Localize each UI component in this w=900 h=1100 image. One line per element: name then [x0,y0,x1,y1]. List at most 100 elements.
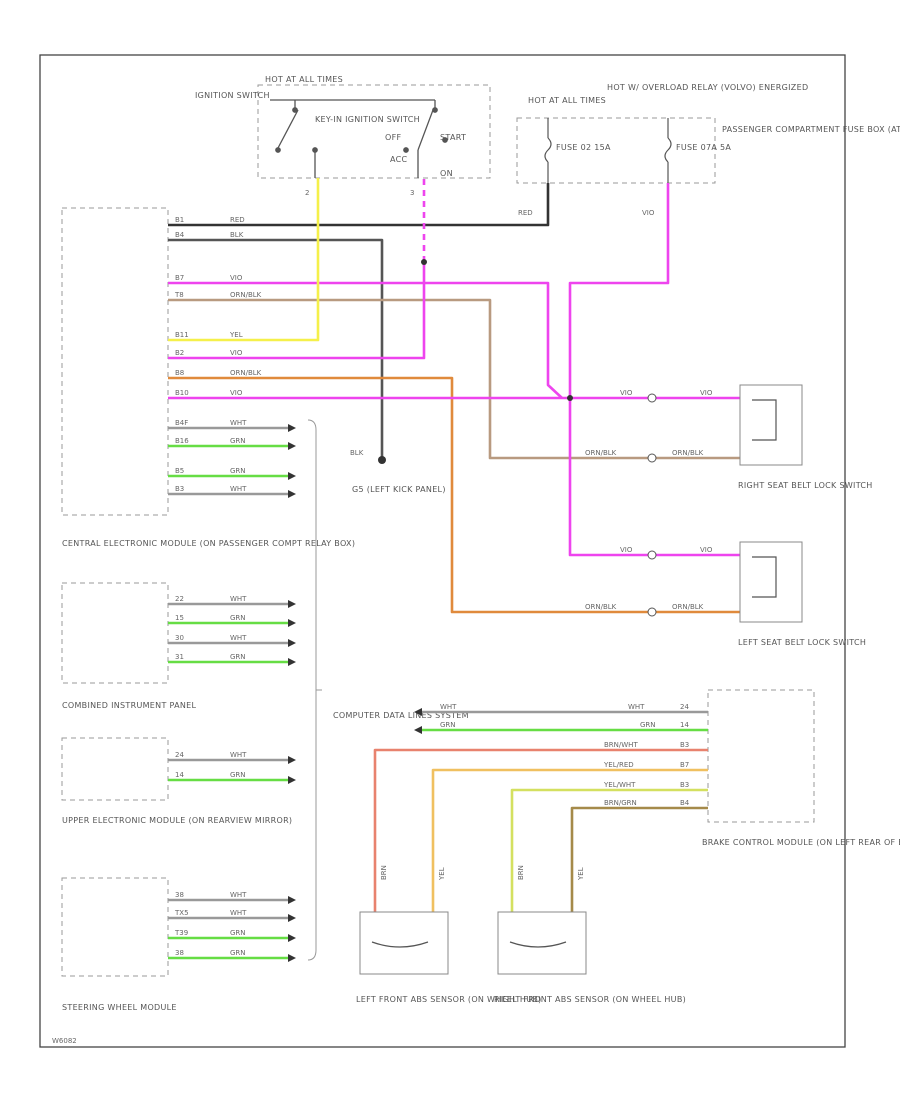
hot-at-all-times-2-label: HOT AT ALL TIMES [528,96,606,105]
wc-blk: BLK [230,231,244,239]
wc-sw8: ORN/BLK [672,603,704,611]
red-wire [168,183,550,227]
pin-b6: B4 [680,799,690,807]
on-label: ON [440,169,453,178]
instrument-arrows [288,756,296,784]
wc-wht-1: WHT [230,419,247,427]
main-module-box [61,207,169,516]
fuse-box [516,117,716,184]
yellow-wire [168,178,320,342]
acc-label: ACC [390,155,408,164]
wc-b1: WHT [440,703,457,711]
wc-c4: GRN [230,653,246,661]
fuse-right-label: FUSE 07A 5A [676,143,731,152]
wc-b3: BRN/WHT [604,741,638,749]
module-data-lines [168,426,290,496]
computer-data-label: COMPUTER DATA LINES SYSTEM [333,711,469,720]
steering-module-box [61,877,169,977]
wc-b2: GRN [440,721,456,729]
connectors [647,393,657,617]
wc-b4: YEL/RED [603,761,634,769]
ground-terminal [378,456,386,464]
pin-m10: B16 [175,437,189,445]
steering-lines [168,898,290,960]
wc-vio-2: VIO [230,349,243,357]
hot-at-all-times-label: HOT AT ALL TIMES [265,75,343,84]
wc-orn-blk-1: ORN/BLK [230,291,262,299]
violet-wire-4 [568,183,740,557]
passenger-fuse-box-label: PASSENGER COMPARTMENT FUSE BOX (AT LEFT … [722,125,900,134]
wc-sw6: VIO [700,546,713,554]
left-switch-symbol [752,556,777,598]
pin-m6: B2 [175,349,184,357]
pin-c3: 30 [175,634,184,642]
wc-s2: WHT [230,909,247,917]
right-seat-belt-switch-box [739,384,803,466]
pin-m1: B1 [175,216,184,224]
brake-module-wires [373,710,708,912]
steering-module-label: STEERING WHEEL MODULE [62,1003,177,1012]
wc-b5: YEL/WHT [603,781,636,789]
right-switch-label: RIGHT SEAT BELT LOCK SWITCH [738,481,873,490]
central-module-box [61,582,169,684]
wc-b6: BRN/GRN [604,799,637,807]
black-ground-wire [168,238,384,458]
violet-wire-2 [168,262,426,360]
pin-b5: B3 [680,781,689,789]
ground-wire-label: BLK [350,449,364,457]
wc-orn-blk-2: ORN/BLK [230,369,262,377]
pin-m12: B3 [175,485,184,493]
wc-wht-2: WHT [230,485,247,493]
start-label: START [440,133,466,142]
pin-b1: 24 [680,703,689,711]
fuses [544,118,672,183]
wc-s1: WHT [230,891,247,899]
pin-m9: B4F [175,419,188,427]
ignition-switch-contacts [270,99,448,178]
central-module-arrows [288,600,296,666]
pin-m7: B8 [175,369,184,377]
right-abs-label: RIGHT FRONT ABS SENSOR (ON WHEEL HUB) [494,995,686,1004]
pin-m11: B5 [175,467,184,475]
wc-sw1: VIO [620,389,633,397]
left-seat-belt-switch-box [739,541,803,623]
wc-abs1: BRN [380,865,388,880]
wc-b8: GRN [640,721,656,729]
wc-b7: WHT [628,703,645,711]
tan-wire [168,298,740,460]
brake-arrows [414,708,422,734]
splice-dot-2 [567,395,573,401]
brake-module-label: BRAKE CONTROL MODULE (ON LEFT REAR OF EN… [702,838,900,847]
upper-module-label: UPPER ELECTRONIC MODULE (ON REARVIEW MIR… [62,816,292,825]
right-abs-sensor-box [497,911,587,975]
central-module-label: CENTRAL ELECTRONIC MODULE (ON PASSENGER … [62,539,355,548]
splice-dot [421,259,427,265]
wc-vio-3: VIO [230,389,243,397]
combined-instrument-label: COMBINED INSTRUMENT PANEL [62,701,196,710]
pin-i1: 24 [175,751,184,759]
wc-sw2: VIO [700,389,713,397]
main-wires [168,178,740,614]
wc-red-top: RED [518,209,533,217]
diagram-frame [39,54,846,1048]
wc-red: RED [230,216,245,224]
wc-sw5: VIO [620,546,633,554]
switch-pin-3: 3 [410,189,414,197]
wc-abs3: BRN [517,865,525,880]
arrow-heads-top [288,424,296,498]
wc-c3: WHT [230,634,247,642]
pin-b2: 14 [680,721,689,729]
instrument-lines [168,758,290,782]
brake-control-module-box [707,689,815,823]
ground-label: G5 (LEFT KICK PANEL) [352,485,446,494]
wc-i1: WHT [230,751,247,759]
pin-m2: B4 [175,231,185,239]
pin-c2: 15 [175,614,184,622]
wc-s4: GRN [230,949,246,957]
pin-m5: B11 [175,331,189,339]
off-label: OFF [385,133,401,142]
wc-c2: GRN [230,614,246,622]
pin-c1: 22 [175,595,184,603]
violet-wire-1 [168,281,563,399]
